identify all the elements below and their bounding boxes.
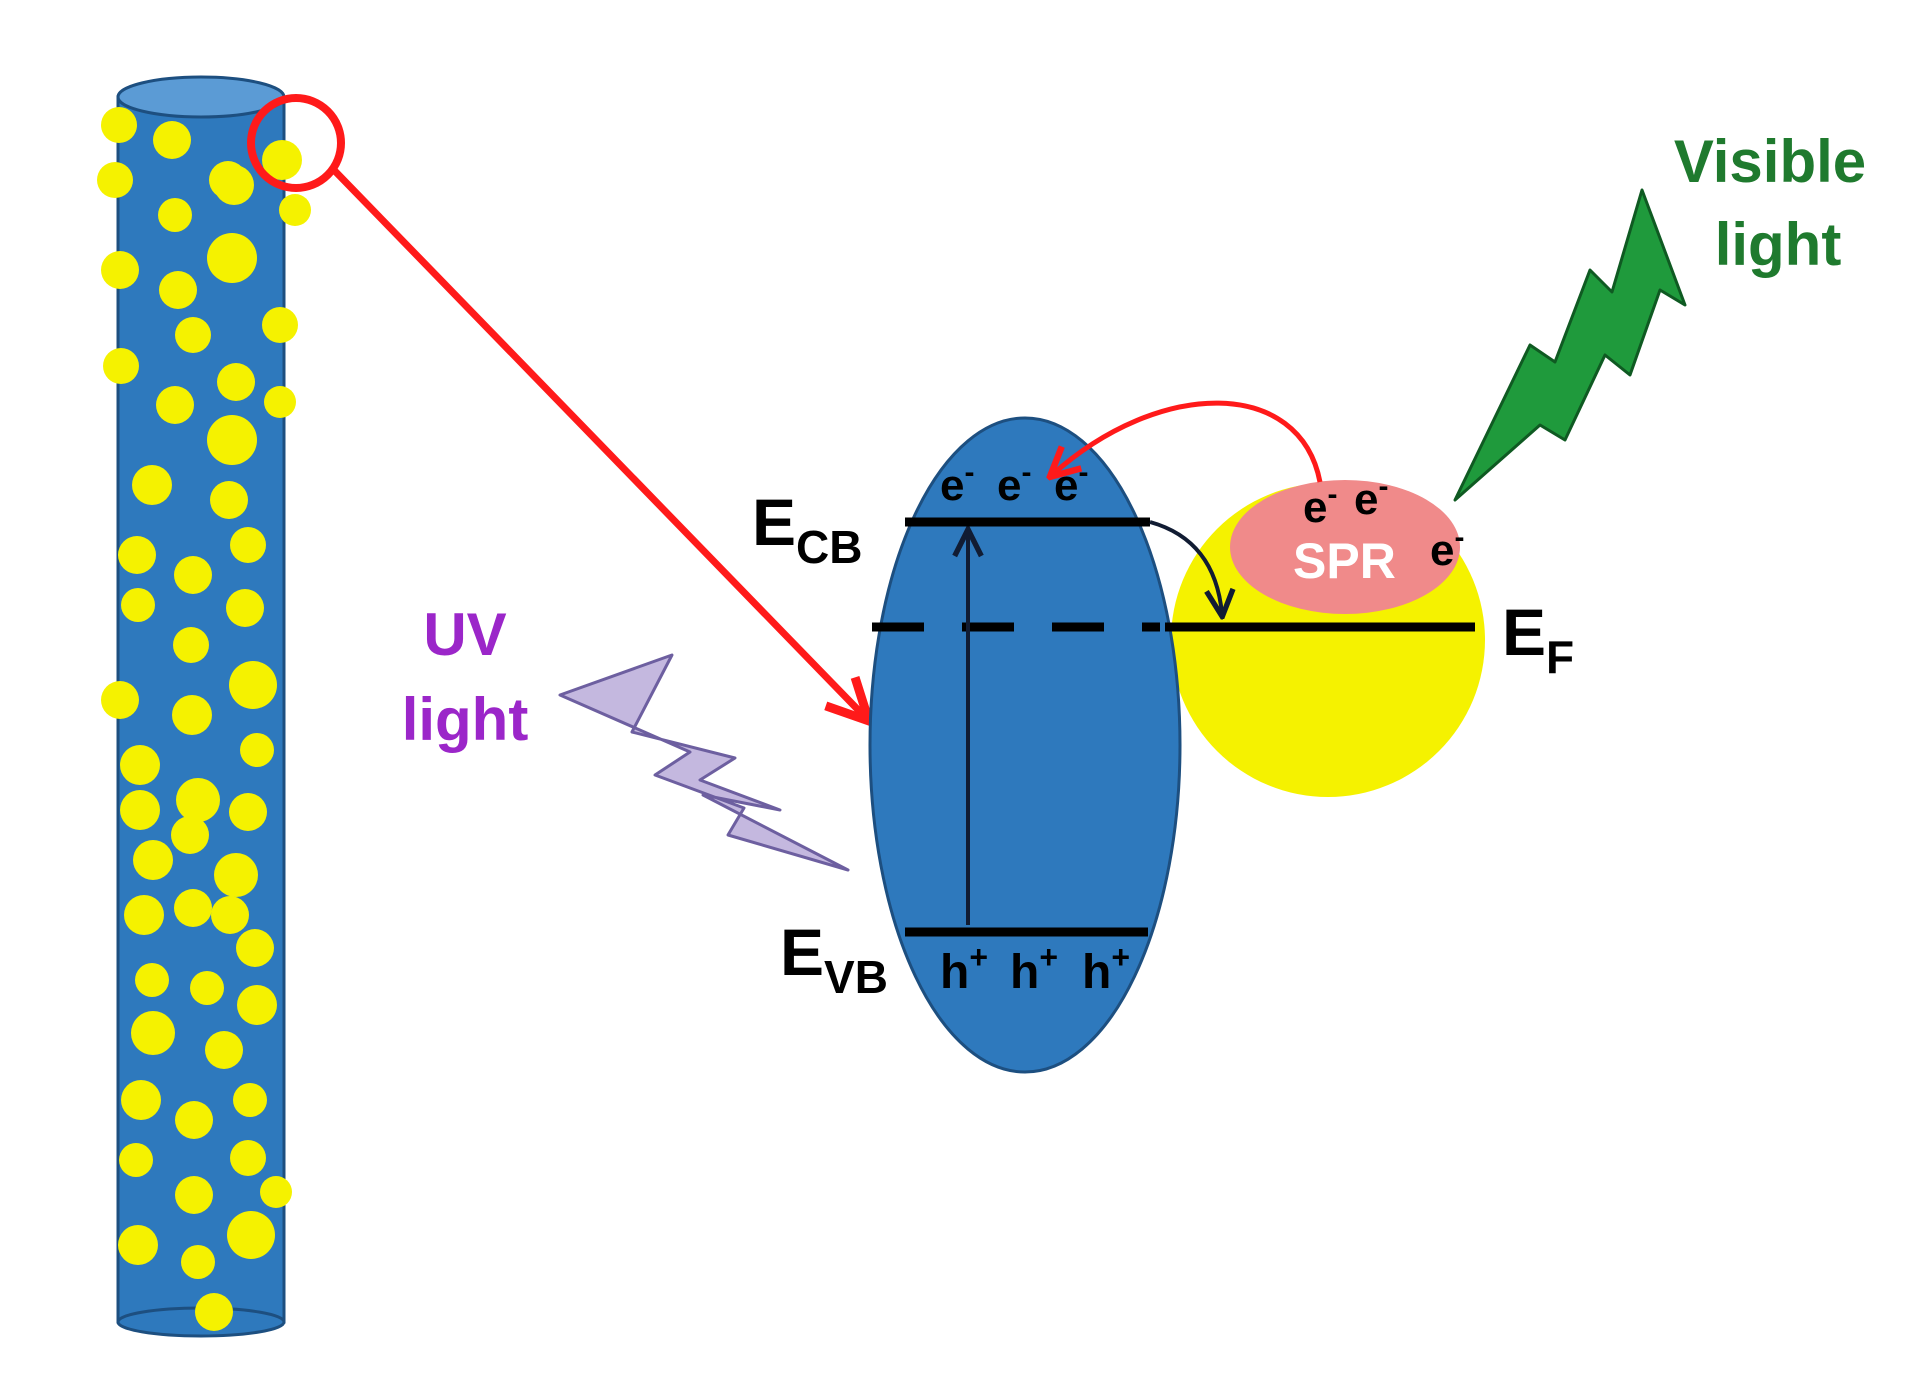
nanoparticle-dot	[121, 588, 155, 622]
nanoparticle-dot	[101, 251, 139, 289]
nanoparticle-dot	[230, 527, 266, 563]
visible-light-label-line2: light	[1715, 211, 1842, 278]
nanoparticle-dot	[175, 1176, 213, 1214]
spr-electron: e-	[1430, 521, 1464, 575]
e-f-label: EF	[1502, 595, 1574, 683]
spr-electron: e-	[1303, 478, 1337, 532]
uv-light-label-line2: light	[402, 686, 529, 753]
nanorod	[97, 75, 311, 1338]
nanoparticle-dot	[237, 985, 277, 1025]
nanoparticle-dot	[195, 1293, 233, 1331]
uv-lightning-bolt-icon	[558, 653, 850, 872]
nanoparticle-dot	[135, 963, 169, 997]
nanoparticle-dot	[233, 1083, 267, 1117]
visible-lightning-bolt-icon	[1453, 188, 1687, 502]
nanoparticle-dot	[103, 348, 139, 384]
nanoparticle-dot	[279, 194, 311, 226]
nanoparticle-dot	[209, 161, 247, 199]
nanoparticle-dot	[260, 1176, 292, 1208]
nanoparticle-dot	[101, 107, 137, 143]
semiconductor-band-ellipse	[868, 416, 1182, 1074]
nanoparticle-dot	[156, 386, 194, 424]
nanoparticle-dot	[175, 1101, 213, 1139]
spr-electron: e-	[1354, 470, 1388, 524]
nanoparticle-dot	[158, 198, 192, 232]
nanoparticle-dot	[153, 121, 191, 159]
nanoparticle-dot	[264, 386, 296, 418]
spr-region	[1230, 480, 1460, 614]
nanoparticle-dot	[176, 778, 220, 822]
nanoparticle-dot	[262, 140, 302, 180]
nanoparticle-dot	[173, 627, 209, 663]
nanoparticle-dot	[190, 971, 224, 1005]
nanoparticle-dot	[120, 790, 160, 830]
vb-hole: h+	[1010, 939, 1058, 999]
nanoparticle-dot	[119, 1143, 153, 1177]
nanoparticle-dot	[240, 733, 274, 767]
nanoparticle-dots	[97, 107, 311, 1331]
nanoparticle-dot	[133, 840, 173, 880]
nanoparticle-dot	[174, 556, 212, 594]
nanoparticle-dot	[227, 1211, 275, 1259]
nanoparticle-dot	[159, 271, 197, 309]
vb-hole: h+	[940, 939, 988, 999]
nanoparticle-dot	[226, 589, 264, 627]
nanoparticle-dot	[97, 162, 133, 198]
nanoparticle-dot	[230, 1140, 266, 1176]
nanoparticle-dot	[124, 895, 164, 935]
nanoparticle-dot	[174, 889, 212, 927]
visible-light-label-line1: Visible	[1674, 128, 1866, 195]
e-vb-label: EVB	[780, 915, 888, 1003]
nanoparticle-dot	[211, 896, 249, 934]
nanoparticle-dot	[132, 465, 172, 505]
cb-electron: e-	[1054, 456, 1088, 510]
nanoparticle-dot	[229, 661, 277, 709]
zoom-circle	[247, 94, 345, 192]
nanoparticle-dot	[217, 363, 255, 401]
uv-light-label-line1: UV	[423, 601, 506, 668]
nanoparticle-dot	[181, 1245, 215, 1279]
nanoparticle-dot	[120, 745, 160, 785]
electron-injection-arrow	[1052, 400, 1323, 483]
nanoparticle-dot	[262, 307, 298, 343]
cb-electron: e-	[997, 456, 1031, 510]
nanoparticle-dot	[118, 536, 156, 574]
cb-to-fermi-arrow	[1149, 520, 1222, 614]
cb-electron: e-	[940, 456, 974, 510]
zoom-arrow	[329, 165, 866, 718]
e-cb-label: ECB	[752, 485, 862, 573]
nanoparticle-dot	[205, 1031, 243, 1069]
nanoparticle-dot	[236, 929, 274, 967]
nanoparticle-dot	[175, 317, 211, 353]
nanoparticle-dot	[214, 853, 258, 897]
nanoparticle-dot	[118, 1225, 158, 1265]
nanoparticle-dot	[131, 1011, 175, 1055]
nanoparticle-dot	[207, 233, 257, 283]
nanoparticle-dot	[172, 695, 212, 735]
vb-hole: h+	[1082, 939, 1130, 999]
nanoparticle-dot	[207, 415, 257, 465]
nanoparticle-dot	[210, 481, 248, 519]
nanoparticle-dot	[121, 1080, 161, 1120]
nanoparticle-dot	[101, 681, 139, 719]
nanoparticle-dot	[229, 793, 267, 831]
spr-label: SPR	[1293, 533, 1396, 589]
nanoparticle-dot	[171, 816, 209, 854]
